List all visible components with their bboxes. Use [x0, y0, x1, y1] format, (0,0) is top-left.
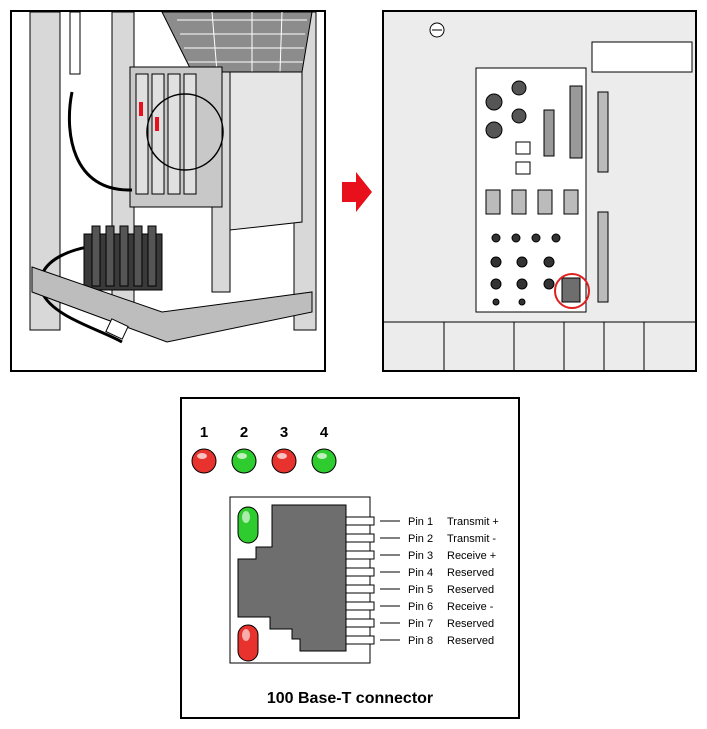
pin-number-label: Pin 1 [408, 516, 433, 528]
led-highlight [317, 453, 327, 459]
pin-number-label: Pin 5 [408, 584, 433, 596]
pin-signal-label: Reserved [447, 567, 494, 579]
status-led-2-icon [231, 448, 257, 474]
io-panel-drawing [384, 12, 695, 370]
pin-contact-6 [345, 601, 375, 611]
connector-diagram: 1 2 3 4 Pin 1 Transmit + Pin 2 Transmit - Pin 3… [191, 424, 499, 707]
pin-signal-label: Receive + [447, 550, 496, 562]
pin-number-label: Pin 2 [408, 533, 433, 545]
pin-number-label: Pin 8 [408, 635, 433, 647]
pin-signal-label: Transmit + [447, 516, 499, 528]
jack-body [237, 504, 347, 652]
pin-signal-label: Transmit - [447, 533, 496, 545]
pin-contact-2 [345, 533, 375, 543]
led-highlight [277, 453, 287, 459]
pin-contact-1 [345, 516, 375, 526]
pin-signal-label: Reserved [447, 618, 494, 630]
status-led-3-icon [271, 448, 297, 474]
rack-drawing [29, 12, 317, 344]
io-panel-illustration [382, 10, 697, 372]
pin-contact-7 [345, 618, 375, 628]
pin-contact-3 [345, 550, 375, 560]
pin-number-label: Pin 3 [408, 550, 433, 562]
led-number-4: 4 [320, 424, 329, 441]
led-number-3: 3 [280, 424, 288, 441]
pin-signal-label: Reserved [447, 635, 494, 647]
pin-number-label: Pin 4 [408, 567, 433, 579]
pin-contact-4 [345, 567, 375, 577]
led-highlight [197, 453, 207, 459]
status-led-4-icon [311, 448, 337, 474]
pin-number-label: Pin 7 [408, 618, 433, 630]
rack-illustration [10, 10, 326, 372]
pin-signal-label: Receive - [447, 601, 494, 613]
pin-contact-5 [345, 584, 375, 594]
led-number-1: 1 [200, 424, 208, 441]
pin-signal-label: Reserved [447, 584, 494, 596]
port-led-highlight [242, 511, 250, 523]
connector-caption: 100 Base-T connector [267, 690, 433, 707]
led-highlight [237, 453, 247, 459]
connector-detail-panel: 1 2 3 4 Pin 1 Transmit + Pin 2 Transmit - Pin 3… [180, 397, 520, 719]
port-led-highlight [242, 629, 250, 641]
pin-contact-8 [345, 635, 375, 645]
led-number-2: 2 [240, 424, 248, 441]
pin-number-label: Pin 6 [408, 601, 433, 613]
status-led-1-icon [191, 448, 217, 474]
arrow-icon [342, 172, 372, 212]
